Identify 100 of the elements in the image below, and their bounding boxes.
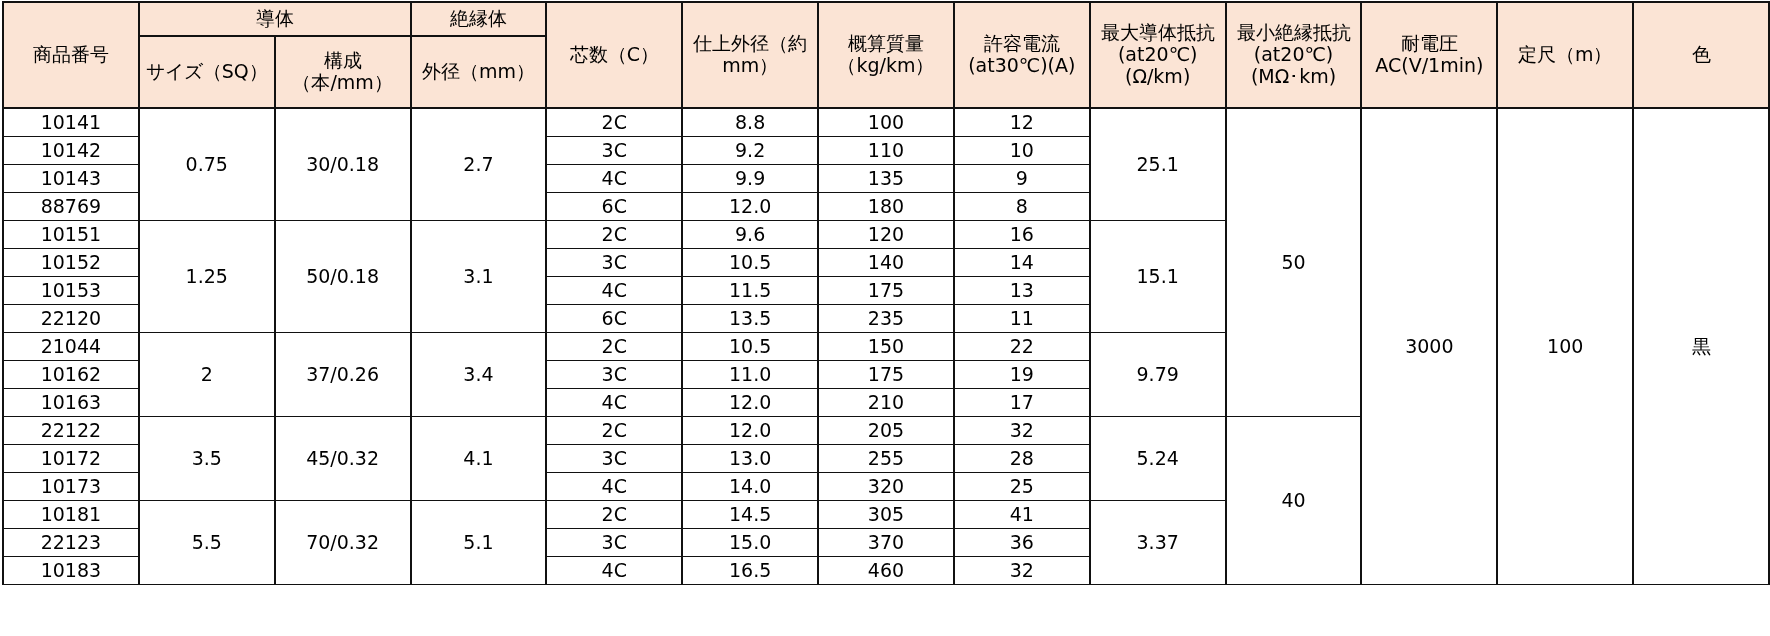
- table-value: 12.0: [682, 388, 819, 417]
- table-value: 205: [818, 416, 954, 445]
- table-value: 22123: [3, 528, 139, 557]
- column-header: 芯数（C）: [546, 2, 683, 108]
- table-value: 2C: [546, 416, 683, 445]
- table-value: 10153: [3, 276, 139, 305]
- table-value: 6C: [546, 192, 683, 221]
- table-value: 460: [818, 556, 954, 585]
- table-value: 5.5: [138, 500, 275, 585]
- table-value: 4C: [546, 472, 683, 501]
- table-value: 22120: [3, 304, 139, 333]
- column-header: 外径（mm）: [410, 36, 547, 108]
- table-value: 1.25: [138, 220, 275, 333]
- table-value: 14.0: [682, 472, 819, 501]
- table-value: 2: [138, 332, 275, 417]
- table-value: 10141: [3, 108, 139, 137]
- table-value: 41: [953, 500, 1090, 529]
- table-value: 10163: [3, 388, 139, 417]
- table-value: 10.5: [682, 332, 819, 361]
- table-value: 3000: [1361, 108, 1498, 585]
- table-value: 140: [818, 248, 954, 277]
- column-header: 許容電流(at30℃)(A): [953, 2, 1090, 108]
- table-value: 305: [818, 500, 954, 529]
- column-header: 最小絶縁抵抗(at20℃)(MΩ･km): [1225, 2, 1362, 108]
- table-value: 88769: [3, 192, 139, 221]
- table-value: 100: [1497, 108, 1634, 585]
- table-value: 3.1: [410, 220, 547, 333]
- table-value: 22122: [3, 416, 139, 445]
- table-value: 4C: [546, 164, 683, 193]
- table-value: 135: [818, 164, 954, 193]
- table-value: 10162: [3, 360, 139, 389]
- table-value: 6C: [546, 304, 683, 333]
- table-value: 3C: [546, 248, 683, 277]
- table-value: 10152: [3, 248, 139, 277]
- column-header: 構成（本/mm）: [274, 36, 411, 108]
- table-value: 3.4: [410, 332, 547, 417]
- table-value: 14.5: [682, 500, 819, 529]
- table-value: 2C: [546, 108, 683, 137]
- table-value: 180: [818, 192, 954, 221]
- table-value: 37/0.26: [274, 332, 411, 417]
- table-value: 9.9: [682, 164, 819, 193]
- table-value: 50: [1225, 108, 1362, 417]
- table-value: 12.0: [682, 192, 819, 221]
- table-value: 15.0: [682, 528, 819, 557]
- column-header: 耐電圧AC(V/1min): [1361, 2, 1498, 108]
- table-value: 16.5: [682, 556, 819, 585]
- table-value: 10172: [3, 444, 139, 473]
- table-value: 4C: [546, 556, 683, 585]
- table-value: 25.1: [1089, 108, 1226, 221]
- table-value: 12.0: [682, 416, 819, 445]
- table-value: 3C: [546, 360, 683, 389]
- table-value: 黒: [1633, 108, 1769, 585]
- table-value: 235: [818, 304, 954, 333]
- table-value: 16: [953, 220, 1090, 249]
- table-value: 9.2: [682, 136, 819, 165]
- table-value: 210: [818, 388, 954, 417]
- table-value: 100: [818, 108, 954, 137]
- table-value: 8.8: [682, 108, 819, 137]
- table-value: 175: [818, 276, 954, 305]
- table-value: 4C: [546, 276, 683, 305]
- table-value: 2C: [546, 500, 683, 529]
- table-value: 4C: [546, 388, 683, 417]
- table-value: 255: [818, 444, 954, 473]
- table-value: 21044: [3, 332, 139, 361]
- table-value: 2C: [546, 220, 683, 249]
- table-value: 3C: [546, 444, 683, 473]
- table-value: 10181: [3, 500, 139, 529]
- table-value: 13.0: [682, 444, 819, 473]
- table-value: 13.5: [682, 304, 819, 333]
- table-value: 11.0: [682, 360, 819, 389]
- column-header: サイズ（SQ）: [138, 36, 275, 108]
- table-value: 110: [818, 136, 954, 165]
- table-value: 0.75: [138, 108, 275, 221]
- table-value: 32: [953, 416, 1090, 445]
- column-header: 絶縁体: [410, 2, 547, 36]
- table-value: 5.24: [1089, 416, 1226, 501]
- table-value: 3C: [546, 136, 683, 165]
- table-value: 10183: [3, 556, 139, 585]
- table-value: 70/0.32: [274, 500, 411, 585]
- column-header: 仕上外径（約mm）: [682, 2, 819, 108]
- table-value: 12: [953, 108, 1090, 137]
- column-header: 最大導体抵抗(at20℃)(Ω/km): [1089, 2, 1226, 108]
- table-value: 3.5: [138, 416, 275, 501]
- column-header: 定尺（m）: [1497, 2, 1634, 108]
- table-value: 150: [818, 332, 954, 361]
- table-value: 320: [818, 472, 954, 501]
- table-value: 11.5: [682, 276, 819, 305]
- table-value: 4.1: [410, 416, 547, 501]
- table-value: 10142: [3, 136, 139, 165]
- table-value: 50/0.18: [274, 220, 411, 333]
- table-value: 30/0.18: [274, 108, 411, 221]
- table-value: 175: [818, 360, 954, 389]
- table-value: 9.6: [682, 220, 819, 249]
- table-value: 2.7: [410, 108, 547, 221]
- table-value: 10173: [3, 472, 139, 501]
- table-value: 370: [818, 528, 954, 557]
- table-value: 10.5: [682, 248, 819, 277]
- column-header: 導体: [138, 2, 411, 36]
- table-value: 45/0.32: [274, 416, 411, 501]
- table-value: 10143: [3, 164, 139, 193]
